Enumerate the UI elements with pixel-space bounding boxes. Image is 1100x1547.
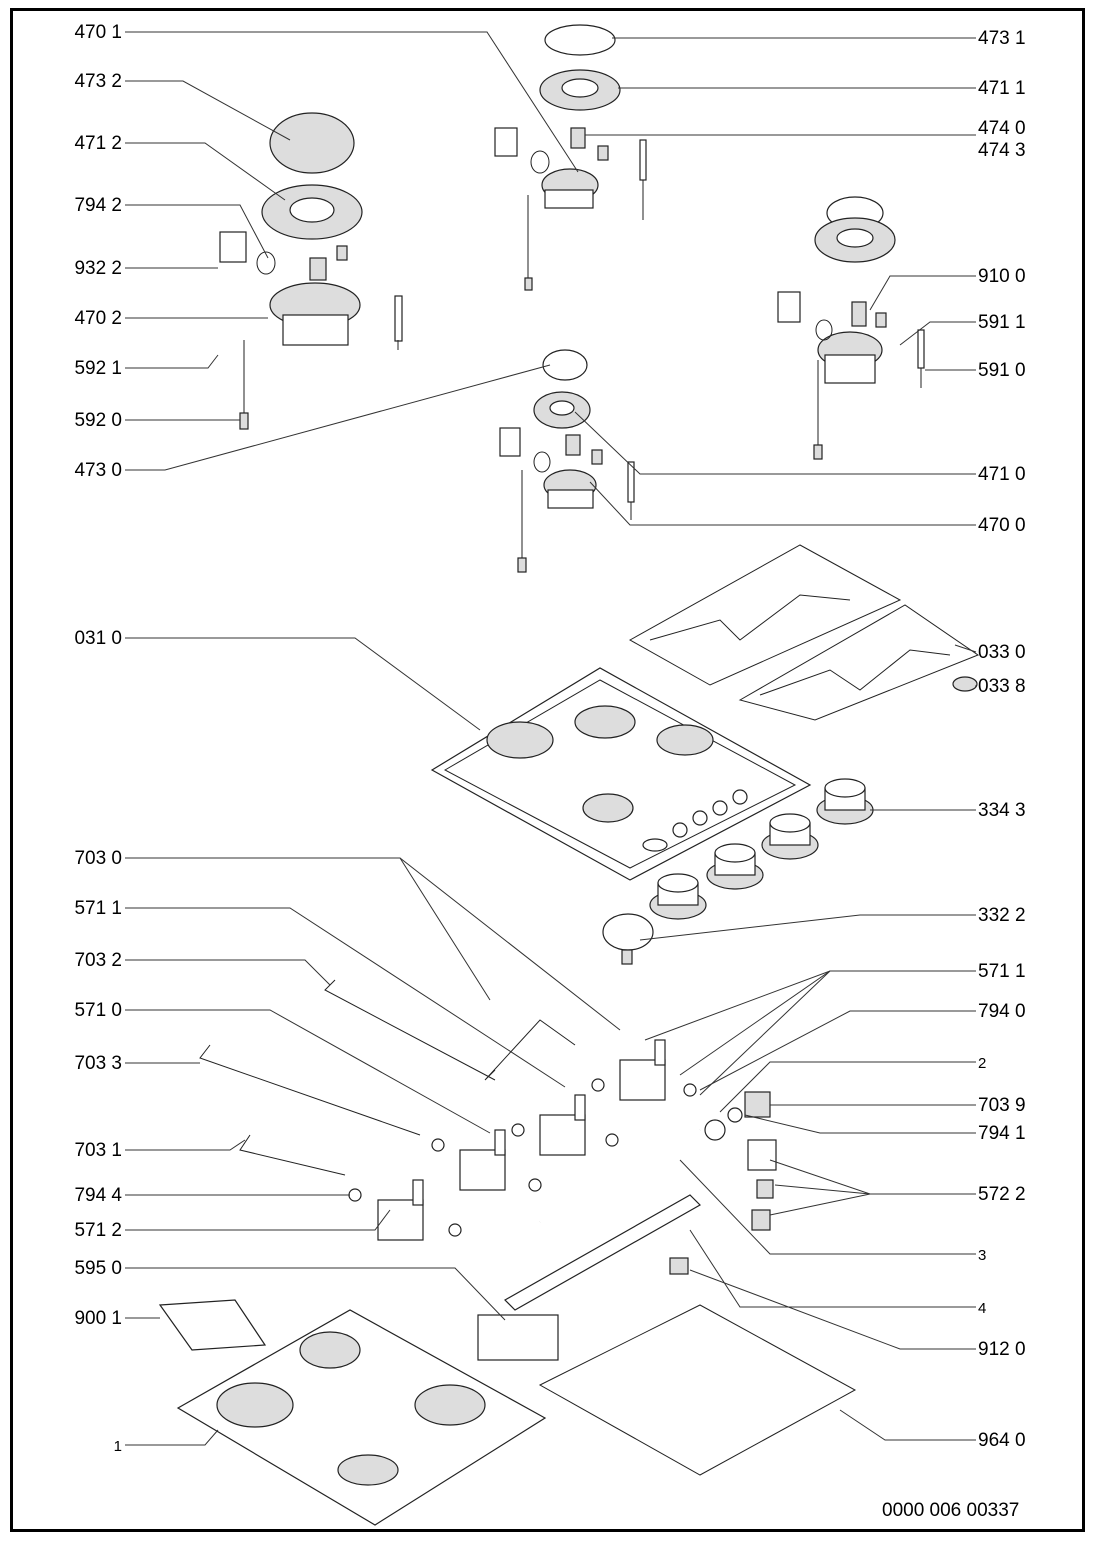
part-label: 703 0 [74,848,122,869]
part-label: 900 1 [74,1308,122,1329]
part-label: 571 1 [978,961,1026,982]
fittings [504,1091,777,1311]
part-label: 571 1 [74,898,122,919]
leader-line [125,1139,246,1151]
leader-line [839,1409,976,1441]
burner-middle [499,349,635,573]
leader-line [574,411,976,475]
part-label: 703 3 [74,1053,122,1074]
leader-line [125,31,579,173]
burner-top [494,24,647,291]
leader-line [899,321,976,346]
part-label: 033 0 [978,642,1026,663]
leader-line [125,907,566,1088]
leader-line [699,970,976,1096]
part-label: 1 [114,1438,122,1455]
part-label: 794 4 [74,1185,122,1206]
leader-line [125,80,291,141]
gas-pipes [199,979,703,1226]
leader-line [644,970,976,1041]
burner-left [219,112,403,430]
part-label: 471 1 [978,78,1026,99]
leader-line [689,1269,976,1350]
part-label: 473 2 [74,71,122,92]
leader-line [125,857,491,1001]
control-knobs [602,778,874,965]
part-label: 571 2 [74,1220,122,1241]
part-label: 471 0 [978,464,1026,485]
leader-line [125,204,269,259]
leader-line [125,364,551,471]
part-label: 470 2 [74,308,122,329]
part-label: 912 0 [978,1339,1026,1360]
part-label: 033 8 [978,676,1026,697]
part-label: 595 0 [74,1258,122,1279]
leader-line [954,644,977,653]
leader-line [699,1010,976,1091]
leader-lines [125,31,977,1446]
part-label: 474 0 [978,118,1026,139]
part-label: 332 2 [978,905,1026,926]
part-label: 031 0 [74,628,122,649]
diagram-frame [10,8,1085,1532]
leader-line [125,1009,491,1134]
leader-line [125,1209,391,1231]
part-label: 474 3 [978,140,1026,161]
leader-line [125,1429,219,1446]
part-label: 964 0 [978,1430,1026,1451]
leader-line [869,275,976,311]
part-label: 794 1 [978,1123,1026,1144]
part-label: 703 2 [74,950,122,971]
bottom-tray [158,1299,857,1526]
part-label: 591 1 [978,312,1026,333]
part-label: 471 2 [74,133,122,154]
leader-line [774,1184,976,1195]
leader-line [125,1267,506,1321]
part-label: 470 0 [978,515,1026,536]
leader-line [689,1229,976,1308]
part-label: 571 0 [74,1000,122,1021]
leader-line [769,1159,976,1195]
leader-line [679,1159,976,1255]
part-label: 470 1 [74,22,122,43]
gas-taps [348,1039,697,1241]
part-label: 572 2 [978,1184,1026,1205]
part-label: 473 1 [978,28,1026,49]
parts-drawings [158,24,980,1526]
hob-top [430,667,812,881]
part-label: 910 0 [978,266,1026,287]
burner-right [777,196,925,460]
part-label: 703 9 [978,1095,1026,1116]
leader-line [639,914,976,941]
part-label: 592 1 [74,358,122,379]
document-number: 0000 006 00337 [882,1500,1019,1521]
part-label: 4 [978,1300,986,1317]
part-label: 473 0 [74,460,122,481]
part-label: 592 0 [74,410,122,431]
part-label: 3 [978,1247,986,1264]
leader-line [719,1061,976,1113]
leader-line [744,1114,976,1134]
leader-line [125,354,219,369]
leader-line [125,142,286,201]
part-label: 794 0 [978,1001,1026,1022]
leader-line [125,637,481,731]
part-label: 794 2 [74,195,122,216]
part-labels: 470 1 473 2 471 2 794 2 932 2 470 2 592 1 592 0… [74,22,1025,1455]
leader-line [125,959,331,986]
part-label: 2 [978,1055,986,1072]
leader-line [769,1193,976,1216]
part-label: 334 3 [978,800,1026,821]
leader-line [125,857,621,1031]
part-label: 591 0 [978,360,1026,381]
leader-line [589,481,976,526]
part-label: 932 2 [74,258,122,279]
pan-supports [628,544,980,721]
part-label: 703 1 [74,1140,122,1161]
